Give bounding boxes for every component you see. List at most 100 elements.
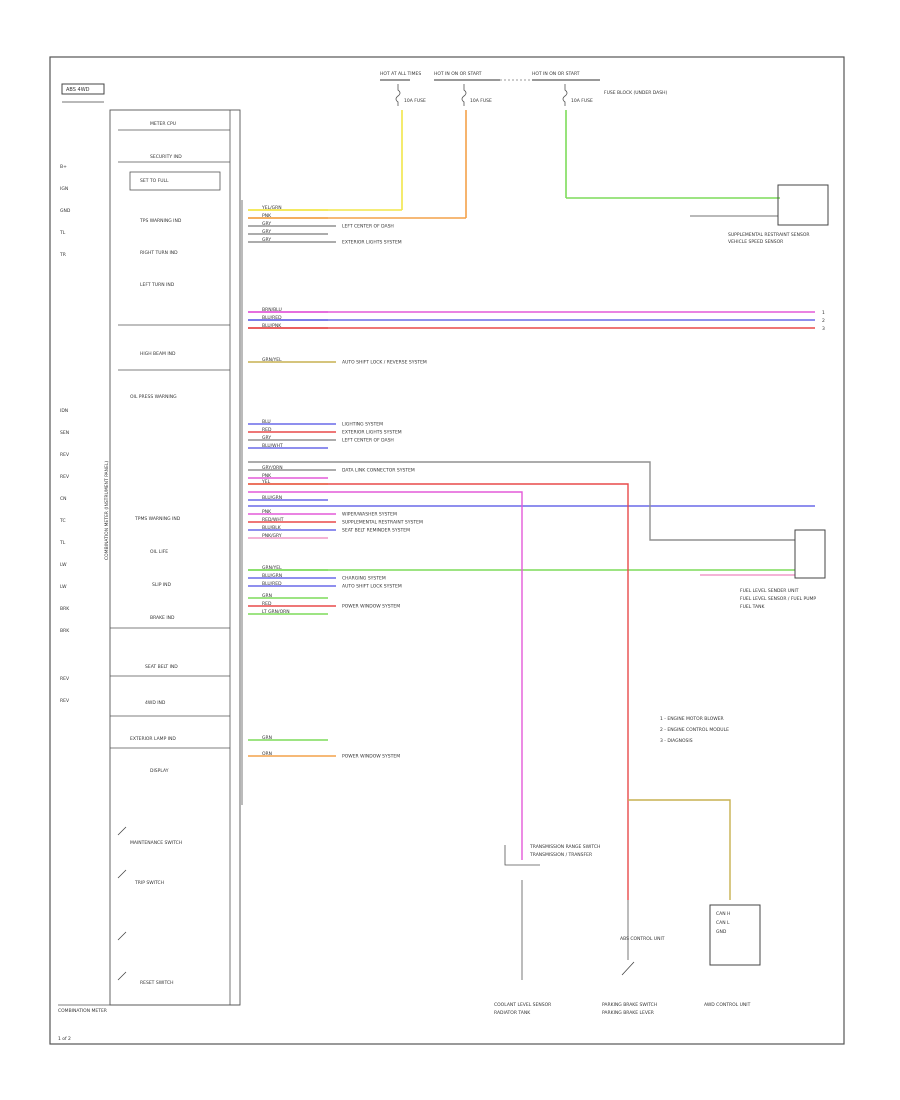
left-pin: LW — [60, 584, 67, 590]
fuel-sender-sub: FUEL LEVEL SENSOR / FUEL PUMP — [740, 596, 816, 602]
wire-destination-label: SEAT BELT REMINDER SYSTEM — [342, 528, 410, 534]
meter-block-label: SECURITY IND — [150, 154, 182, 160]
meter-block-label: METER CPU — [150, 121, 176, 127]
left-pin-labels: B+ IGN GND TL TR IDN SEN REV REV CN TC T… — [59, 164, 71, 704]
coolant-label: COOLANT LEVEL SENSOR — [494, 1002, 551, 1008]
left-pin: GND — [60, 208, 71, 214]
top-sources: HOT AT ALL TIMES HOT IN ON OR START HOT … — [380, 71, 600, 81]
meter-block-label: TPMS WARNING IND — [134, 516, 181, 522]
footer-title: COMBINATION METER — [58, 1008, 107, 1014]
wire-color-label: GRY — [262, 229, 271, 235]
wire-color-label: GRY — [262, 435, 271, 441]
left-pin: REV — [60, 676, 70, 682]
coolant-sub: RADIATOR TANK — [494, 1010, 531, 1016]
left-pin: BRK — [60, 628, 70, 634]
sensor-box-top-right — [777, 184, 829, 226]
wire-color-label: GRN — [262, 735, 272, 741]
wire-color-label: GRN — [262, 593, 272, 599]
wire-color-label: BRN/BLU — [262, 307, 282, 313]
legend: 1 - ENGINE MOTOR BLOWER 2 - ENGINE CONTR… — [660, 716, 729, 744]
wire-olive-drop — [628, 799, 731, 900]
meter-block-label: OIL PRESS WARNING — [130, 394, 177, 400]
vertical-drops — [248, 483, 731, 980]
meter-block-box — [129, 171, 221, 191]
trans-range-sub: TRANSMISSION / TRANSFER — [529, 852, 592, 858]
source-label: HOT IN ON OR START — [434, 71, 482, 77]
wire-destination-label: DATA LINK CONNECTOR SYSTEM — [342, 468, 415, 474]
wire-color-label: GRN/YEL — [262, 357, 282, 363]
diagram-title: ABS 4WD — [66, 87, 90, 93]
left-pin: REV — [60, 452, 70, 458]
wire-color-label: RED — [262, 601, 272, 607]
fuse-symbol — [562, 84, 568, 106]
wire-color-label: GRY/ORN — [262, 465, 283, 471]
left-pin: LW — [60, 562, 67, 568]
wire-destination-label: WIPER/WASHER SYSTEM — [342, 512, 397, 518]
wire-color-label: PNK — [262, 473, 272, 479]
bus-wires: 1 2 3 — [248, 310, 825, 576]
left-pin: TC — [59, 518, 66, 524]
meter-block-label: SLIP IND — [152, 582, 172, 588]
meter-block-label: RESET SWITCH — [140, 980, 174, 986]
wire-color-label: RED/WHT — [262, 517, 284, 523]
wire-color-label: LT GRN/ORN — [262, 609, 290, 615]
bus-wire-gray — [248, 461, 795, 541]
trans-range-switch-symbol — [504, 845, 540, 866]
parking-brake-switch-symbol — [621, 961, 635, 976]
fuse-label: 10A FUSE — [470, 98, 492, 104]
meter-block-label: TPS WARNING IND — [139, 218, 182, 224]
right-arrow-label: 2 — [822, 318, 825, 324]
fuse-feed-wires — [248, 110, 780, 219]
fuse-block-note: FUSE BLOCK (UNDER DASH) — [604, 90, 667, 96]
wire-destination-label: AUTO SHIFT LOCK SYSTEM — [342, 584, 402, 590]
wire-destination-label: POWER WINDOW SYSTEM — [342, 754, 400, 760]
meter-block-label: OIL LIFE — [150, 549, 168, 555]
right-arrow-label: 3 — [822, 326, 825, 332]
page-label: 1 of 2 — [58, 1036, 71, 1042]
wire-color-label: PNK — [262, 509, 272, 515]
wire-magenta-drop — [248, 491, 523, 860]
source-label: HOT IN ON OR START — [532, 71, 580, 77]
fuse-symbol — [461, 84, 467, 106]
wire-destination-label: SUPPLEMENTAL RESTRAINT SYSTEM — [342, 520, 423, 526]
wire-destination-label: LIGHTING SYSTEM — [342, 422, 383, 428]
source-label: HOT AT ALL TIMES — [380, 71, 421, 77]
parking-brake-sub: PARKING BRAKE LEVER — [602, 1010, 654, 1016]
wire-destination-label: CHARGING SYSTEM — [342, 576, 386, 582]
wire-destination-label: EXTERIOR LIGHTS SYSTEM — [342, 430, 402, 436]
wire-color-label: RED — [262, 427, 272, 433]
left-pin: REV — [60, 698, 70, 704]
meter-blocks: METER CPU SECURITY IND SET TO FULL TPS W… — [110, 121, 230, 986]
legend-item: 1 - ENGINE MOTOR BLOWER — [660, 716, 724, 722]
left-pin: SEN — [60, 430, 69, 436]
wire-color-label: BLU/BLK — [262, 525, 282, 531]
wire-destination-label: EXTERIOR LIGHTS SYSTEM — [342, 240, 402, 246]
left-pin: IDN — [60, 408, 68, 414]
wire-color-label: BLU — [262, 419, 271, 425]
wire-red-drop — [248, 483, 629, 900]
meter-block-label: DISPLAY — [150, 768, 169, 774]
diagram-frame — [49, 56, 845, 1045]
fuel-sender-label: FUEL LEVEL SENDER UNIT — [740, 588, 799, 594]
wire-color-label: ORN — [262, 751, 272, 757]
wire-color-label: PNK/GRY — [262, 533, 282, 539]
meter-block-label: LEFT TURN IND — [140, 282, 175, 288]
wire-destination-label: LEFT CENTER OF DASH — [342, 438, 394, 444]
fuel-sender-sub2: FUEL TANK — [740, 604, 766, 610]
left-pin: TL — [59, 540, 66, 546]
wire-color-label: GRN/YEL — [262, 565, 282, 571]
awd-control-unit-box — [709, 904, 761, 966]
right-arrow-label: 1 — [822, 310, 825, 316]
wire-color-label: BLU/GRN — [262, 495, 282, 501]
wire-color-label: YEL — [261, 479, 271, 485]
fuses: 10A FUSE 10A FUSE 10A FUSE FUSE BLOCK (U… — [395, 84, 667, 106]
left-pin: B+ — [60, 164, 67, 170]
awd-pin: CAN L — [716, 920, 730, 926]
meter-block-label: MAINTENANCE SWITCH — [130, 840, 182, 846]
meter-block-label: SEAT BELT IND — [145, 664, 178, 670]
awd-pin: GND — [716, 929, 727, 935]
switch-symbol — [117, 931, 127, 941]
meter-block-label: HIGH BEAM IND — [140, 351, 176, 357]
